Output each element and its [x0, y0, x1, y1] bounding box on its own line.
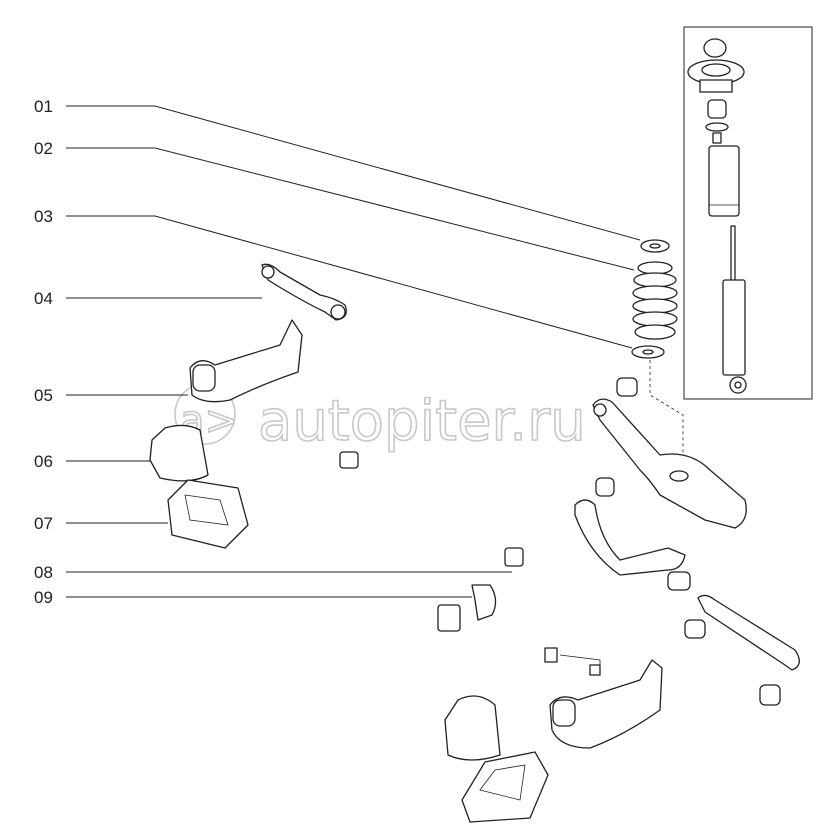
svg-text:09: 09: [34, 588, 53, 607]
callout-05: 05: [34, 386, 188, 405]
callout-06: 06: [34, 452, 150, 471]
stabilizer-bar: [271, 451, 601, 676]
stabilizer-bracket: [471, 584, 497, 621]
callout-01: 01: [34, 97, 641, 241]
shock-absorber-inset: [683, 26, 813, 400]
svg-text:08: 08: [34, 563, 53, 582]
trailing-arm-right: [444, 659, 663, 823]
callout-03: 03: [34, 207, 633, 349]
callout-04: 04: [34, 289, 262, 308]
svg-text:05: 05: [34, 386, 53, 405]
watermark-text: autopiter.ru: [258, 389, 586, 454]
callout-07: 07: [34, 514, 168, 533]
svg-text:02: 02: [34, 139, 53, 158]
callout-09: 09: [34, 588, 472, 607]
stabilizer-bushing: [437, 604, 461, 632]
right-links: [574, 477, 800, 706]
upper-link-arm: [261, 263, 347, 321]
svg-text:07: 07: [34, 514, 53, 533]
svg-text:04: 04: [34, 289, 53, 308]
svg-text:03: 03: [34, 207, 53, 226]
coil-spring-assembly: [631, 239, 684, 470]
lower-control-arm: [592, 377, 747, 529]
svg-text:06: 06: [34, 452, 53, 471]
cover-and-plate-left: [149, 424, 249, 549]
svg-text:01: 01: [34, 97, 53, 116]
callout-08: 08: [34, 563, 512, 582]
trailing-arm-left: [189, 319, 303, 403]
callout-02: 02: [34, 139, 635, 271]
coil-spring: [632, 261, 678, 340]
